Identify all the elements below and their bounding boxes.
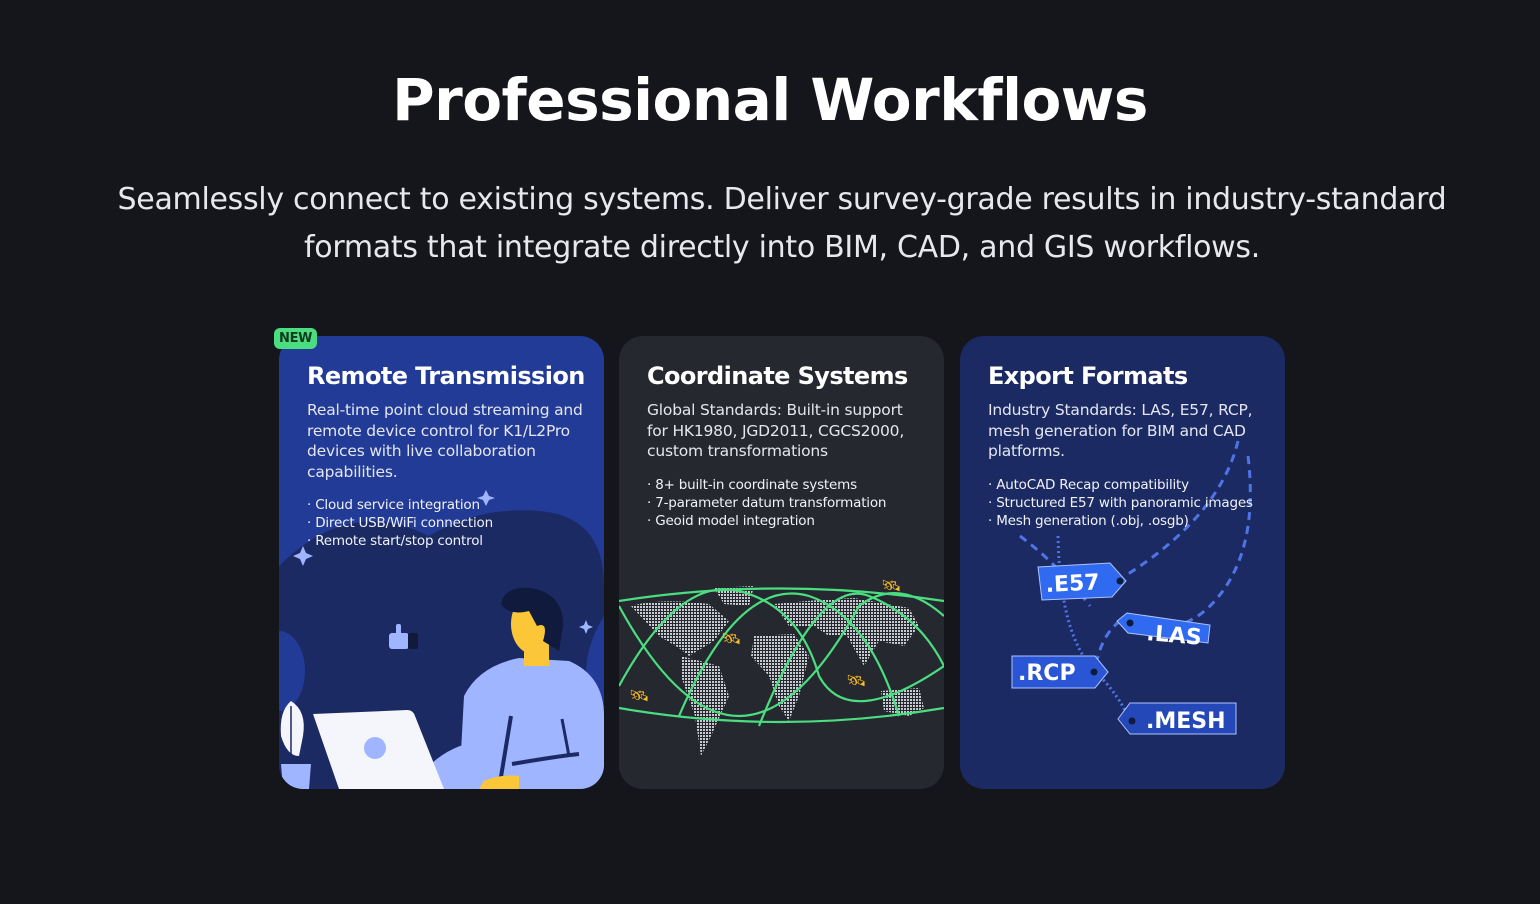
tag-las: .LAS	[1145, 621, 1202, 651]
feature-item: Mesh generation (.obj, .osgb)	[988, 512, 1267, 530]
card-coordinate-systems: 🛰 🛰 🛰 🛰 Coordinate Systems Global Standa…	[619, 336, 944, 789]
feature-list: Cloud service integration Direct USB/WiF…	[307, 496, 586, 550]
card-description: Global Standards: Built-in support for H…	[647, 401, 905, 460]
feature-item: Cloud service integration	[307, 496, 586, 514]
tag-e57: .E57	[1045, 570, 1100, 598]
card-title: Coordinate Systems	[647, 362, 908, 390]
feature-item: Remote start/stop control	[307, 532, 586, 550]
svg-text:🛰: 🛰	[846, 671, 866, 690]
new-badge: NEW	[274, 328, 318, 349]
page-title: Professional Workflows	[392, 66, 1148, 134]
person-laptop-illustration	[279, 490, 604, 789]
world-map-illustration: 🛰 🛰 🛰 🛰	[619, 576, 944, 756]
card-title: Remote Transmission	[307, 362, 585, 390]
tag-rcp: .RCP	[1018, 661, 1076, 686]
card-remote-transmission: Remote Transmission Real-time point clou…	[279, 336, 604, 789]
feature-item: AutoCAD Recap compatibility	[988, 476, 1267, 494]
svg-text:🛰: 🛰	[629, 686, 649, 705]
feature-list: 8+ built-in coordinate systems 7-paramet…	[647, 476, 926, 530]
card-description: Real-time point cloud streaming and remo…	[307, 401, 583, 481]
feature-list: AutoCAD Recap compatibility Structured E…	[988, 476, 1267, 530]
feature-item: Geoid model integration	[647, 512, 926, 530]
tag-mesh: .MESH	[1146, 709, 1226, 734]
format-tags-illustration: .E57 .LAS .RCP .MESH	[1011, 440, 1252, 735]
card-description: Industry Standards: LAS, E57, RCP, mesh …	[988, 401, 1253, 460]
feature-item: 7-parameter datum transformation	[647, 494, 926, 512]
card-export-formats: .E57 .LAS .RCP .MESH Export Formats Indu…	[960, 336, 1285, 789]
svg-text:🛰: 🛰	[881, 576, 901, 595]
feature-item: Direct USB/WiFi connection	[307, 514, 586, 532]
card-title: Export Formats	[988, 362, 1188, 390]
feature-item: 8+ built-in coordinate systems	[647, 476, 926, 494]
page-subtitle: Seamlessly connect to existing systems. …	[117, 182, 1447, 265]
svg-text:🛰: 🛰	[721, 629, 741, 648]
feature-item: Structured E57 with panoramic images	[988, 494, 1267, 512]
